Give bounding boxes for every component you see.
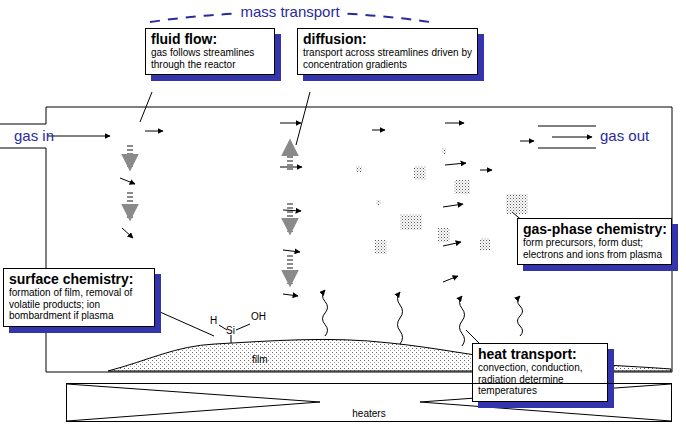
streamline-arrow — [445, 163, 466, 165]
reactor-wall — [46, 107, 47, 124]
streamline-arrow — [443, 204, 463, 207]
bracket-label: mass transport — [234, 4, 345, 21]
gas-phase-particles — [356, 148, 528, 254]
gas-phase-particles — [356, 166, 362, 172]
callout-box: heat transport:convection, conduction, r… — [472, 343, 608, 402]
diffusion-arrows — [130, 142, 290, 284]
film-label: film — [252, 354, 268, 365]
callout-text: convection, conduction, radiation determ… — [478, 362, 602, 397]
gas-phase-particles — [400, 214, 422, 230]
reactor-wall — [46, 148, 47, 372]
gas-out-pipe — [552, 137, 592, 138]
gas-out-pipe — [538, 126, 596, 127]
heater-lines — [67, 384, 320, 421]
diffusion-arrow — [287, 203, 293, 232]
streamline-arrow — [145, 131, 163, 132]
reactor-wall — [0, 148, 46, 149]
leader-line — [140, 92, 524, 344]
outlet-label: gas out — [600, 128, 649, 145]
streamline-arrow — [372, 130, 385, 131]
atom-label: OH — [251, 311, 266, 322]
callout-heading: diffusion: — [303, 31, 472, 47]
inlet-label: gas in — [14, 128, 54, 145]
streamline-arrow — [443, 276, 458, 282]
gas-phase-particles — [375, 240, 387, 254]
silanol-bonds — [219, 324, 250, 343]
gas-phase-particles — [442, 148, 446, 154]
gas-out-pipe — [538, 126, 596, 148]
silanol-bonds — [219, 325, 227, 330]
diffusion-arrow — [287, 142, 293, 170]
leader-line — [466, 330, 480, 344]
diffusion-arrow — [127, 192, 133, 218]
gas-phase-particles — [480, 238, 490, 250]
streamline-arrow — [283, 210, 301, 211]
callout-text: transport across streamlines driven by c… — [303, 47, 472, 70]
callout-box: diffusion:transport across streamlines d… — [297, 28, 478, 75]
silanol-bonds — [236, 324, 250, 330]
heat-arrow — [398, 292, 403, 344]
gas-phase-particles — [454, 180, 470, 194]
atom-label: Si — [226, 325, 235, 336]
streamline-arrow — [283, 294, 298, 296]
callout-heading: surface chemistry: — [9, 271, 149, 287]
leader-line — [140, 92, 152, 122]
callout-text: formation of film, removal of volatile p… — [9, 287, 149, 322]
gas-in-arrow — [48, 136, 110, 137]
diffusion-arrow — [287, 255, 293, 284]
streamline-arrow — [122, 228, 133, 238]
heater-band: heaters — [66, 383, 672, 422]
gas-out-pipe — [538, 148, 596, 149]
atom-label: H — [210, 315, 217, 326]
streamline-arrow — [280, 123, 301, 124]
streamline-arrows — [120, 123, 534, 296]
callout-box: gas-phase chemistry:form precursors, for… — [517, 218, 672, 265]
reactor-wall — [0, 124, 46, 125]
gas-phase-particles — [376, 200, 381, 205]
callout-text: form precursors, form dust; electrons an… — [523, 237, 666, 260]
leader-line — [160, 312, 214, 336]
callout-text: gas follows streamlines through the reac… — [151, 47, 269, 70]
streamline-arrow — [445, 123, 464, 124]
streamline-arrow — [443, 242, 461, 246]
callout-box: fluid flow:gas follows streamlines throu… — [145, 28, 275, 75]
gas-phase-particles — [438, 228, 450, 242]
reactor-wall — [46, 107, 672, 108]
callout-heading: heat transport: — [478, 346, 602, 362]
callout-box: surface chemistry:formation of film, rem… — [3, 268, 155, 327]
heat-arrow — [323, 290, 328, 336]
streamline-arrow — [520, 141, 534, 142]
heat-arrows — [323, 290, 523, 346]
silanol-bonds — [231, 335, 232, 343]
streamline-arrow — [480, 170, 492, 171]
heat-arrow — [460, 296, 465, 346]
gas-phase-particles — [414, 166, 426, 180]
leader-line — [296, 92, 310, 145]
heat-arrow — [518, 296, 523, 336]
reactor-wall — [0, 107, 672, 372]
gas-phase-particles — [506, 194, 528, 214]
callout-heading: gas-phase chemistry: — [523, 221, 666, 237]
streamline-arrow — [280, 167, 302, 168]
heater-label: heaters — [352, 408, 385, 419]
streamline-arrow — [283, 250, 300, 252]
callout-heading: fluid flow: — [151, 31, 269, 47]
diffusion-arrow — [127, 145, 133, 168]
streamline-arrow — [120, 178, 135, 184]
